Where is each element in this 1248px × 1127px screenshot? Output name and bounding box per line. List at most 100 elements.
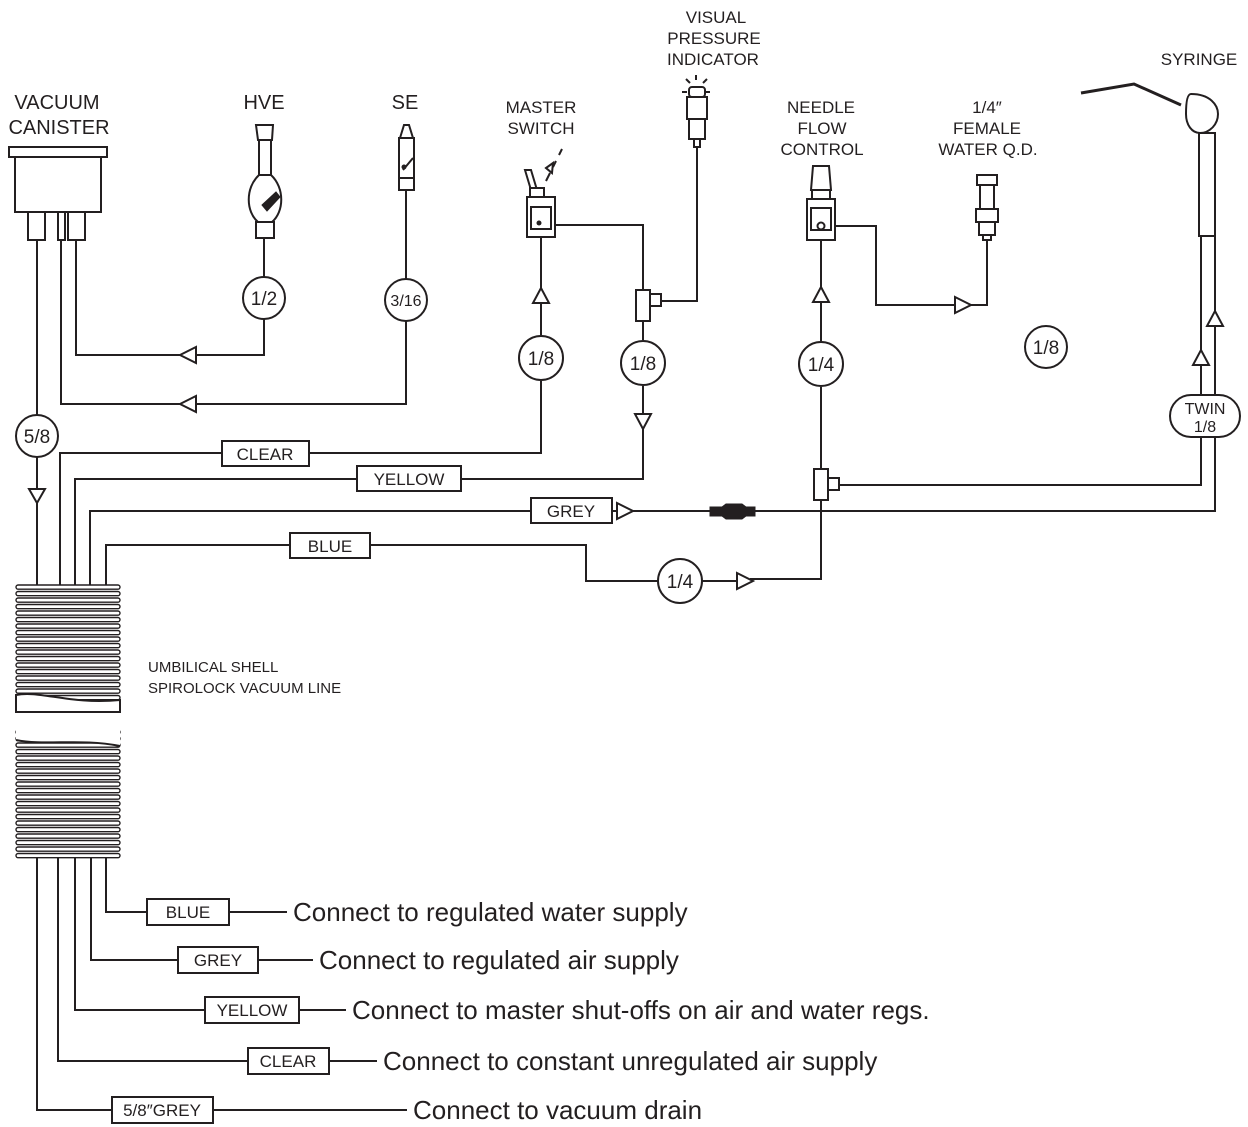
coil-rib xyxy=(15,755,121,761)
se-label: SE xyxy=(392,92,419,114)
arrow-down-icon xyxy=(633,413,653,432)
coil-rib xyxy=(15,774,121,781)
arrow-up-icon xyxy=(531,285,551,304)
svg-text:CLEAR: CLEAR xyxy=(237,445,294,464)
coil-rib xyxy=(15,629,121,636)
size-circle-se: 3/16 xyxy=(384,278,428,322)
svg-text:1/4: 1/4 xyxy=(667,572,694,593)
size-circle-hve: 1/2 xyxy=(242,276,286,320)
hve-label: HVE xyxy=(243,92,284,114)
svg-text:Connect to master shut-offs on: Connect to master shut-offs on air and w… xyxy=(352,995,930,1025)
coil-rib xyxy=(15,597,121,603)
svg-text:FEMALE: FEMALE xyxy=(953,119,1021,138)
arrow-right-icon xyxy=(616,501,636,521)
coil-rib xyxy=(15,623,121,629)
svg-text:1/8: 1/8 xyxy=(1033,338,1059,359)
svg-text:1/2: 1/2 xyxy=(251,289,277,310)
svg-text:TWIN: TWIN xyxy=(1185,401,1226,418)
svg-text:1/4: 1/4 xyxy=(808,355,835,376)
tag-blue-upper: BLUE xyxy=(289,532,371,559)
coil-rib xyxy=(15,833,121,839)
needle-flow-control-icon xyxy=(806,165,836,241)
master-switch-label: MASTER SWITCH xyxy=(506,98,577,138)
arrow-up-icon xyxy=(811,284,831,303)
svg-text:CLEAR: CLEAR xyxy=(260,1052,317,1071)
svg-text:Connect to vacuum drain: Connect to vacuum drain xyxy=(413,1095,702,1125)
size-circle-water-qd: 1/8 xyxy=(1024,325,1068,369)
size-circle-canister-drain: 5/8 xyxy=(15,414,59,458)
coil-rib xyxy=(15,584,121,590)
coil-rib xyxy=(15,852,121,859)
coil-rib xyxy=(15,590,121,597)
svg-text:INDICATOR: INDICATOR xyxy=(667,50,759,69)
coil-rib xyxy=(15,846,121,852)
se-handpiece-icon xyxy=(398,124,415,191)
svg-text:WATER Q.D.: WATER Q.D. xyxy=(938,140,1037,159)
size-circle-master-switch: 1/8 xyxy=(518,335,564,381)
coil-rib xyxy=(15,761,121,768)
svg-text:Connect to regulated air suppl: Connect to regulated air supply xyxy=(319,945,679,975)
vacuum-canister-label: VACUUM CANISTER xyxy=(8,92,109,139)
umbilical-shell-upper xyxy=(15,584,121,713)
connection-grey: GREY Connect to regulated air supply xyxy=(177,945,679,975)
size-circle-needle-flow: 1/4 xyxy=(798,341,844,387)
coil-rib xyxy=(15,688,121,694)
svg-text:5/8″GREY: 5/8″GREY xyxy=(123,1101,201,1120)
visual-pressure-indicator-label: VISUAL PRESSURE INDICATOR xyxy=(667,8,761,69)
arrow-up-icon xyxy=(1191,347,1211,366)
master-switch-icon xyxy=(523,148,563,238)
coil-rib xyxy=(15,820,121,826)
coil-rib xyxy=(15,603,121,610)
coil-rib xyxy=(15,675,121,681)
connection-clear: CLEAR Connect to constant unregulated ai… xyxy=(247,1046,877,1076)
svg-text:1/4″: 1/4″ xyxy=(972,98,1002,117)
svg-text:GREY: GREY xyxy=(547,502,595,521)
coil-rib xyxy=(15,681,121,688)
female-water-qd-label: 1/4″ FEMALE WATER Q.D. xyxy=(938,98,1037,159)
syringe-label: SYRINGE xyxy=(1161,50,1238,69)
arrow-right-icon xyxy=(736,571,756,591)
svg-text:1/8: 1/8 xyxy=(630,354,656,375)
coil-rib xyxy=(15,787,121,794)
tag-clear-upper: CLEAR xyxy=(221,440,310,467)
svg-text:NEEDLE: NEEDLE xyxy=(787,98,855,117)
syringe-icon xyxy=(1080,82,1220,237)
coil-rib xyxy=(15,655,121,662)
coil-rib xyxy=(15,800,121,807)
inline-connector-icon xyxy=(709,503,756,520)
arrow-right-icon xyxy=(954,295,974,315)
svg-text:5/8: 5/8 xyxy=(24,427,50,448)
arrow-left-icon xyxy=(177,394,197,414)
tag-yellow-upper: YELLOW xyxy=(356,465,462,492)
coil-rib xyxy=(15,813,121,820)
needle-flow-control-label: NEEDLE FLOW CONTROL xyxy=(780,98,863,159)
svg-text:SPIROLOCK VACUUM LINE: SPIROLOCK VACUUM LINE xyxy=(148,680,341,697)
svg-text:FLOW: FLOW xyxy=(797,119,846,138)
svg-text:UMBILICAL SHELL: UMBILICAL SHELL xyxy=(148,659,278,676)
connection-vacuum-drain: 5/8″GREY Connect to vacuum drain xyxy=(111,1095,702,1125)
svg-text:Connect to constant unregulate: Connect to constant unregulated air supp… xyxy=(383,1046,877,1076)
arrow-left-icon xyxy=(177,345,197,365)
female-water-qd-icon xyxy=(975,174,999,241)
connection-yellow: YELLOW Connect to master shut-offs on ai… xyxy=(204,995,930,1025)
svg-text:1/8: 1/8 xyxy=(1194,419,1216,436)
arrow-down-icon xyxy=(27,488,47,506)
umbilical-shell-lower xyxy=(15,728,121,859)
svg-text:VACUUM: VACUUM xyxy=(14,92,99,114)
coil-rib xyxy=(15,616,121,623)
coil-rib xyxy=(15,839,121,846)
svg-text:Connect to regulated water sup: Connect to regulated water supply xyxy=(293,897,688,927)
size-circle-water-line: 1/4 xyxy=(657,558,703,604)
svg-text:MASTER: MASTER xyxy=(506,98,577,117)
vacuum-canister-icon xyxy=(8,146,108,241)
svg-text:BLUE: BLUE xyxy=(308,537,352,556)
svg-text:SWITCH: SWITCH xyxy=(507,119,574,138)
size-oval-syringe-twin: TWIN 1/8 xyxy=(1169,394,1241,438)
svg-text:VISUAL: VISUAL xyxy=(686,8,746,27)
coil-rib xyxy=(15,826,121,833)
svg-text:PRESSURE: PRESSURE xyxy=(667,29,761,48)
coil-rib xyxy=(15,642,121,649)
svg-text:YELLOW: YELLOW xyxy=(374,470,445,489)
